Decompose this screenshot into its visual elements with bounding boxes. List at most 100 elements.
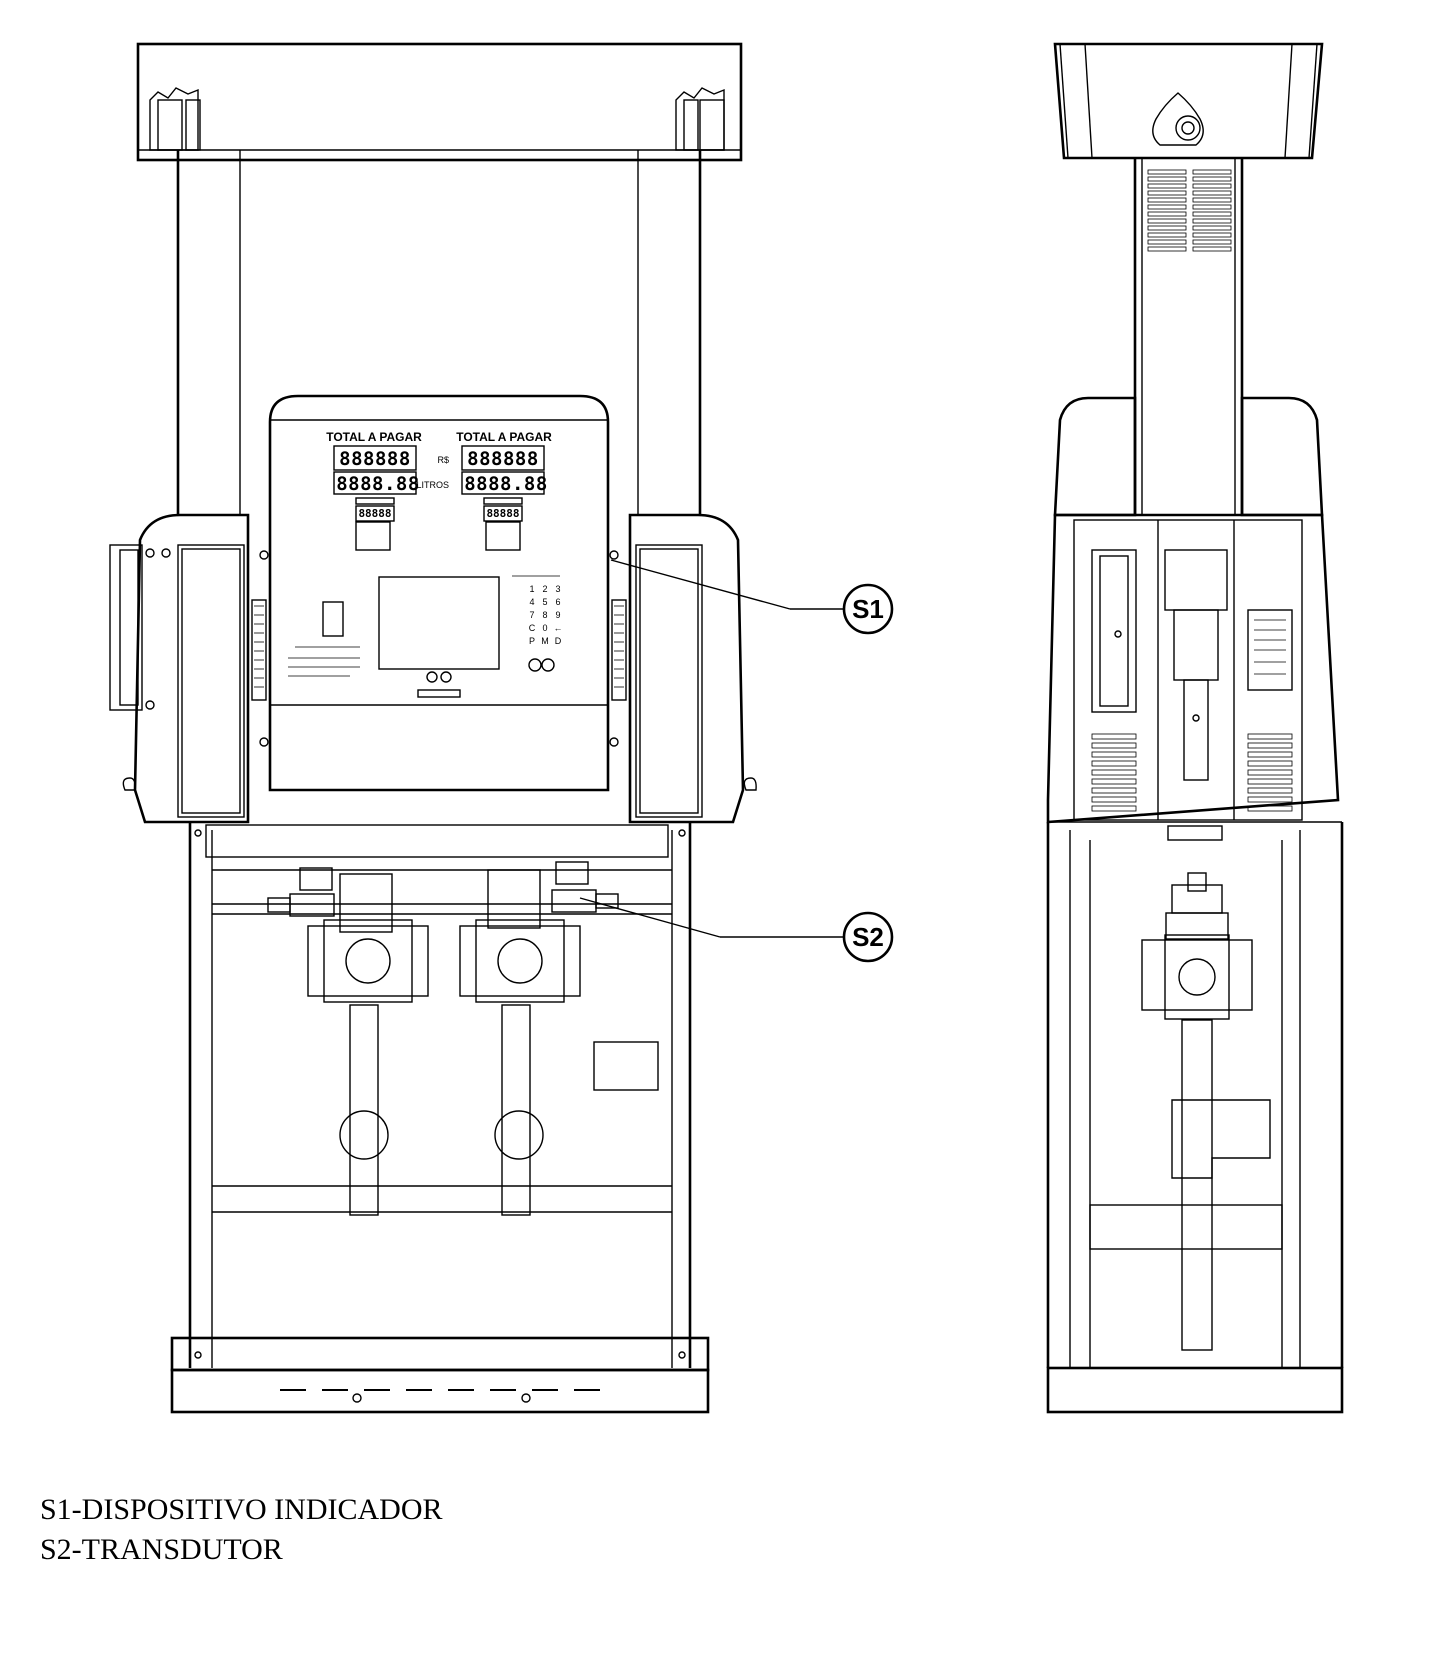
left-meter (267, 867, 429, 1216)
vent-slot (1192, 204, 1232, 210)
keypad-key: M (541, 636, 549, 646)
card-reader-slot (322, 601, 344, 637)
identification-plate (1247, 609, 1293, 691)
front-columns (176, 150, 702, 515)
vent-slot (1192, 225, 1232, 231)
legend-item-s1: S1-DISPOSITIVO INDICADOR (40, 1493, 443, 1526)
callout-s1-label: S1 (852, 594, 884, 624)
vent-slot (1091, 769, 1137, 776)
left-volume-digits: 8888.88 (336, 473, 420, 495)
right-volume-digits: 8888.88 (464, 473, 548, 495)
front-canopy (136, 42, 743, 162)
vent-slot (1147, 204, 1187, 210)
vent-slot (1192, 232, 1232, 238)
keypad-key: 8 (542, 610, 547, 620)
keypad-key: 0 (542, 623, 547, 633)
vent-slot (1147, 183, 1187, 189)
column-vents (1147, 169, 1232, 252)
volume-label: LITROS (416, 480, 449, 490)
callout-s1: S1 (842, 583, 894, 635)
keypad-key: 9 (555, 610, 560, 620)
vent-slot (1247, 760, 1293, 767)
keypad-key: D (555, 636, 562, 646)
head-vents (1091, 733, 1293, 812)
right-price-digits: 888888 (467, 448, 539, 470)
vent-slot (1147, 246, 1187, 252)
keypad-key: ← (554, 623, 563, 633)
vent-slot (1192, 169, 1232, 175)
keypad-key: 1 (529, 584, 534, 594)
keypad-key: 5 (542, 597, 547, 607)
vent-slot (1247, 805, 1293, 812)
lcd-screen (378, 576, 500, 670)
vent-slot (1147, 211, 1187, 217)
legend-item-s2: S2-TRANSDUTOR (40, 1533, 283, 1566)
s1-leader-line (610, 559, 791, 610)
right-display-title: TOTAL A PAGAR (456, 430, 552, 444)
keypad-key: 7 (529, 610, 534, 620)
vent-slot (1091, 796, 1137, 803)
vent-slot (1147, 176, 1187, 182)
left-vent-grille (251, 599, 267, 701)
left-unit-price-digits: 88888 (358, 507, 391, 520)
vent-slot (1091, 760, 1137, 767)
right-unit-price-digits: 88888 (486, 507, 519, 520)
s2-leader-line (579, 897, 721, 938)
front-head-body (109, 513, 757, 824)
vent-slot (1147, 197, 1187, 203)
front-cabinet (170, 822, 710, 1414)
vent-slot (1091, 733, 1137, 740)
vent-slot (1192, 211, 1232, 217)
right-nozzle-button (485, 521, 521, 551)
vent-slot (1247, 751, 1293, 758)
vent-slot (1247, 742, 1293, 749)
vent-slot (1192, 218, 1232, 224)
left-nozzle-button (355, 521, 391, 551)
keypad-key: P (529, 636, 535, 646)
vent-slot (1247, 796, 1293, 803)
side-column (1133, 158, 1244, 515)
legend: S1-DISPOSITIVO INDICADOR S2-TRANSDUTOR (40, 1490, 443, 1570)
keypad-key: 6 (555, 597, 560, 607)
front-view: TOTAL A PAGAR 888888 8888.88 88888 TOTAL… (109, 42, 843, 1414)
vent-slot (1091, 778, 1137, 785)
vent-slot (1147, 169, 1187, 175)
currency-label: R$ (437, 455, 449, 465)
vent-slot (1192, 190, 1232, 196)
callout-s2: S2 (842, 911, 894, 963)
vent-slot (1147, 239, 1187, 245)
vent-slot (1192, 176, 1232, 182)
vent-slot (1247, 778, 1293, 785)
keypad-key: 2 (542, 584, 547, 594)
vent-slot (1091, 742, 1137, 749)
vent-slot (1192, 183, 1232, 189)
keypad-key: 4 (529, 597, 534, 607)
vent-slot (1192, 246, 1232, 252)
vent-slot (1192, 239, 1232, 245)
side-view (1046, 42, 1344, 1414)
display-panel: TOTAL A PAGAR 888888 8888.88 88888 TOTAL… (259, 394, 619, 792)
vent-slot (1091, 787, 1137, 794)
vent-slot (1192, 197, 1232, 203)
vent-slot (1247, 769, 1293, 776)
vent-slot (1147, 232, 1187, 238)
keypad-key: 3 (555, 584, 560, 594)
vent-slot (1091, 751, 1137, 758)
callout-s2-label: S2 (852, 922, 884, 952)
right-meter (459, 861, 619, 1216)
vent-slot (1091, 805, 1137, 812)
vent-slot (1147, 225, 1187, 231)
vent-slot (1147, 218, 1187, 224)
side-canopy (1053, 42, 1324, 160)
left-price-digits: 888888 (339, 448, 411, 470)
vent-slot (1147, 190, 1187, 196)
right-vent-grille (611, 599, 627, 701)
keypad-key: C (529, 623, 536, 633)
side-cabinet (1046, 822, 1344, 1414)
vent-slot (1247, 733, 1293, 740)
vent-slot (1247, 787, 1293, 794)
side-head (1046, 396, 1342, 824)
left-display-title: TOTAL A PAGAR (326, 430, 422, 444)
